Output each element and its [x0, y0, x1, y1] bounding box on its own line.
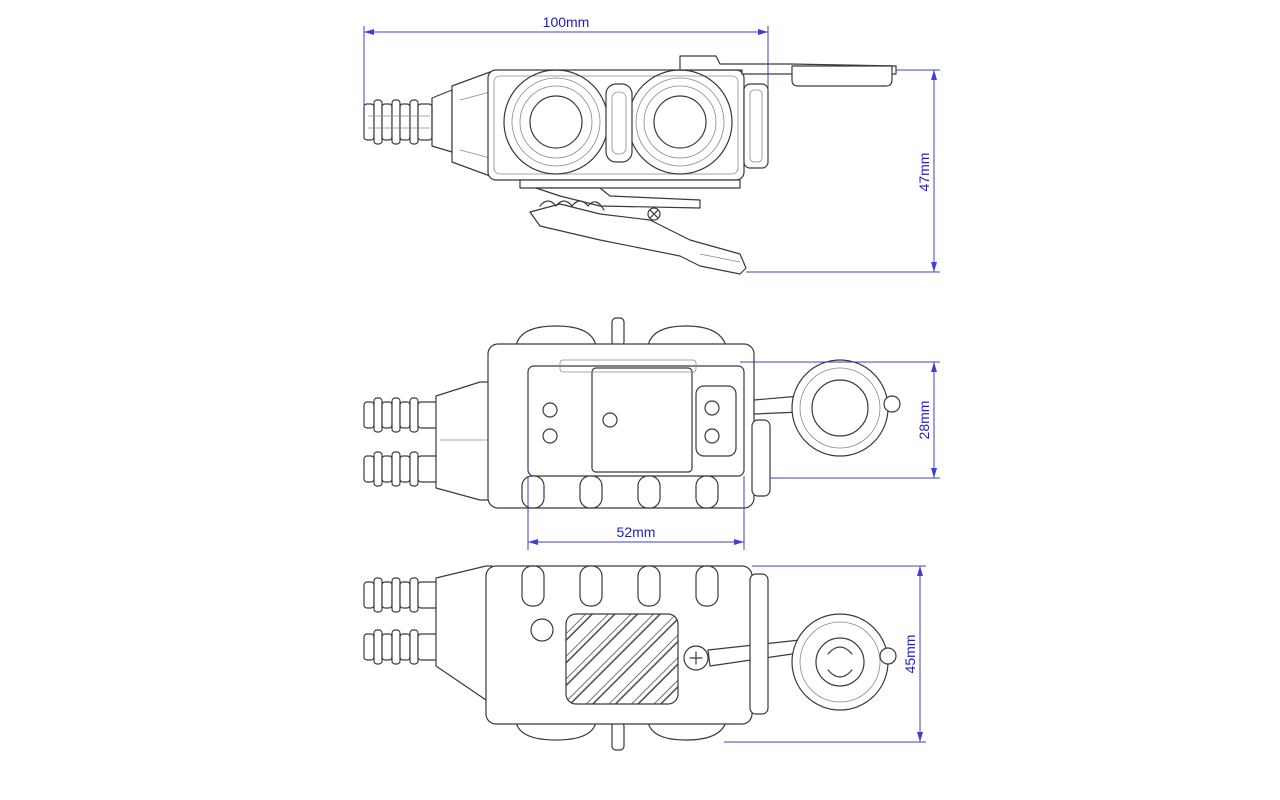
hatched-label	[565, 613, 679, 705]
dimension-mid-width: 52mm	[527, 476, 745, 550]
cable-upper-side	[363, 397, 439, 433]
dim-label-mid-height: 28mm	[916, 401, 932, 440]
dim-label-top-height: 47mm	[916, 153, 932, 192]
cable-lower-side	[363, 451, 439, 487]
dimension-top-width: 100mm	[363, 14, 769, 108]
top-view	[363, 55, 897, 275]
dim-label-top-width: 100mm	[543, 14, 590, 30]
cable-top	[363, 89, 453, 153]
dust-cap-bottom	[791, 613, 897, 711]
dim-label-bottom-height: 45mm	[902, 635, 918, 674]
dim-label-mid-width: 52mm	[617, 524, 656, 540]
cable-upper-bottom	[363, 577, 439, 613]
clip-top	[519, 179, 747, 275]
dimension-top-height: 47mm	[746, 69, 940, 273]
housing-nose-top	[451, 71, 491, 177]
dimension-bottom-height: 45mm	[724, 565, 926, 743]
dimension-mid-height: 28mm	[740, 361, 940, 479]
dust-cap-side	[791, 359, 901, 457]
bottom-view	[363, 565, 897, 751]
cable-lower-bottom	[363, 629, 439, 665]
side-view	[363, 317, 901, 509]
